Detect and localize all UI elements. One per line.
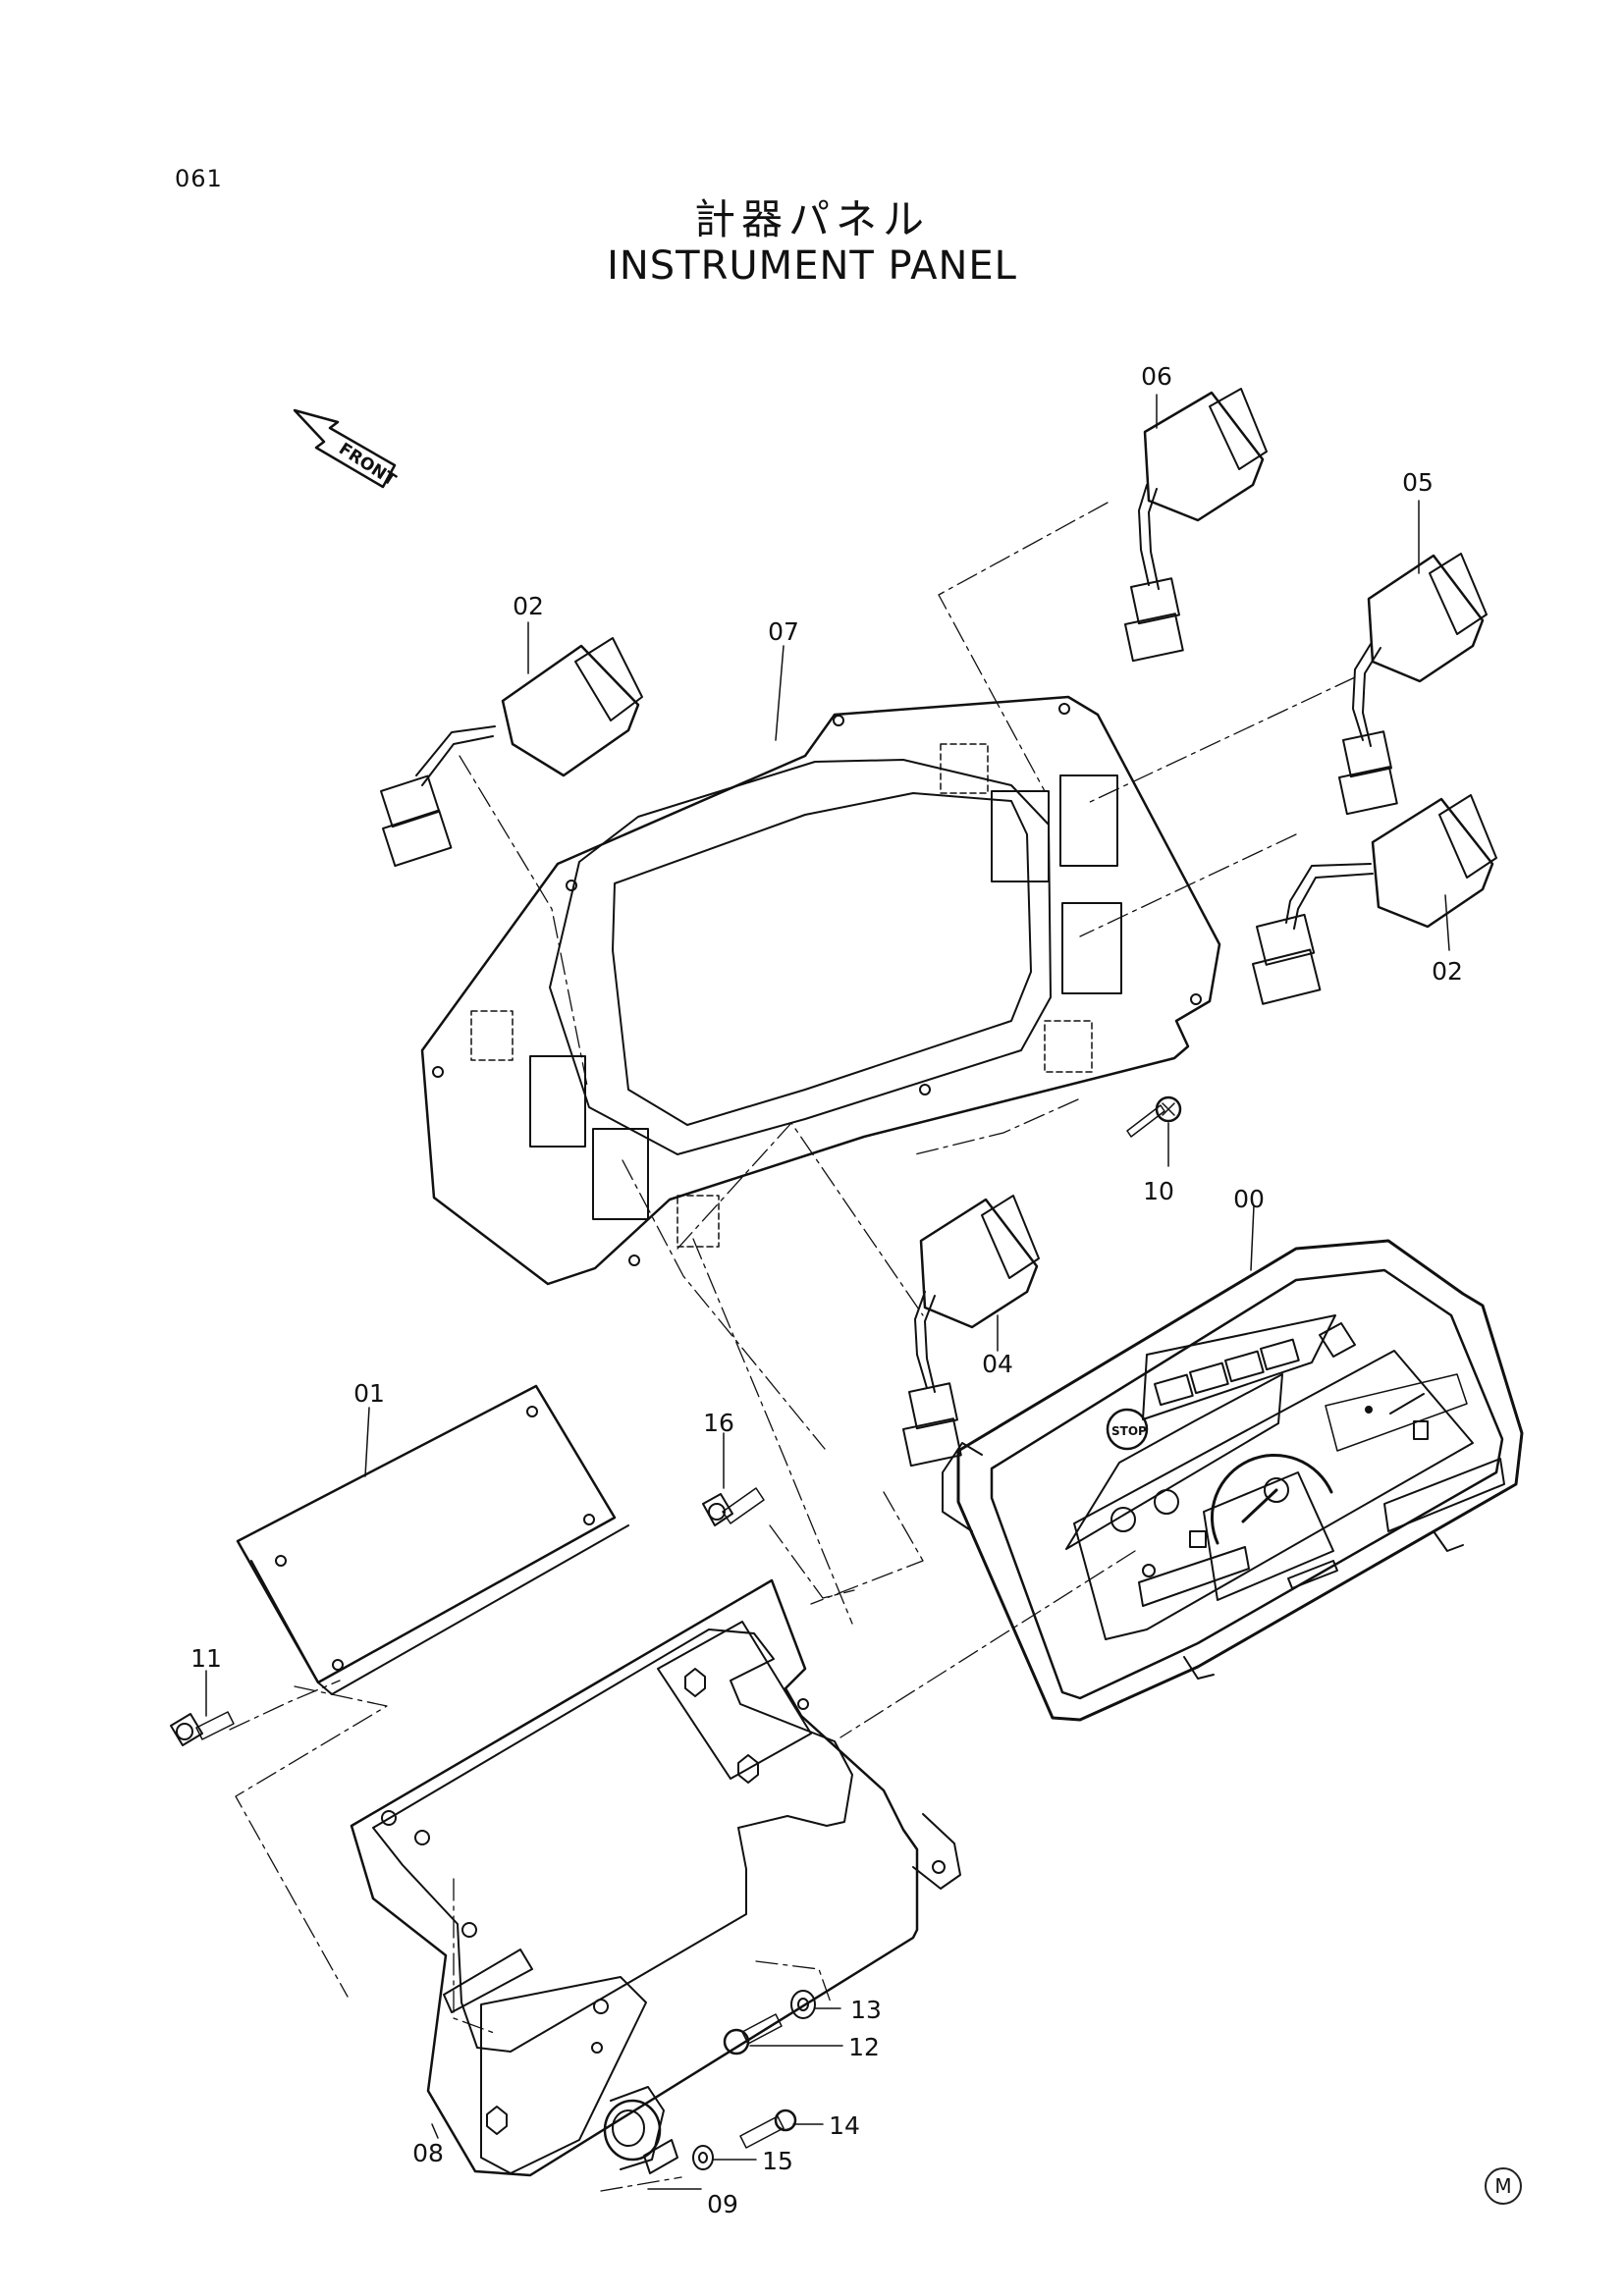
callout-16: 16 (703, 1409, 734, 1437)
callout-11: 11 (190, 1644, 222, 1673)
buzzer-09 (603, 2086, 678, 2174)
title-english: INSTRUMENT PANEL (607, 243, 1017, 289)
callout-labels: 06 05 02 02 07 10 00 04 01 16 11 13 12 1… (190, 362, 1463, 2218)
washer-13 (790, 1990, 816, 2019)
callout-09: 09 (707, 2190, 738, 2218)
callout-02-left: 02 (513, 592, 544, 620)
callout-leaders (205, 394, 1450, 2190)
callout-05: 05 (1402, 468, 1434, 497)
screw-11 (170, 1711, 235, 1746)
callout-04: 04 (982, 1350, 1013, 1378)
screw-12 (723, 2013, 783, 2056)
title-japanese: 計器パネル (693, 195, 930, 243)
plate-01 (236, 1384, 629, 1695)
callout-02-right: 02 (1432, 957, 1463, 986)
page-number: 061 (175, 165, 223, 192)
front-arrow-icon: FRONT (293, 408, 400, 491)
stop-label: STOP (1111, 1424, 1147, 1438)
instrument-cluster-00: STOP (942, 1239, 1524, 1722)
callout-14: 14 (829, 2111, 860, 2140)
callout-13: 13 (850, 1996, 882, 2024)
assembly-lines (229, 502, 1356, 2192)
callout-10: 10 (1143, 1177, 1174, 1205)
switch-connector-02-left (380, 637, 643, 868)
switch-connector-06 (1124, 388, 1268, 663)
switch-connector-04 (901, 1195, 1040, 1468)
cover-panel-07 (420, 695, 1221, 1286)
callout-06: 06 (1141, 362, 1172, 391)
switch-connector-05 (1338, 553, 1488, 816)
callout-15: 15 (762, 2147, 793, 2175)
callout-01: 01 (353, 1379, 385, 1408)
callout-00: 00 (1233, 1185, 1265, 1213)
copyright-mark: M (1485, 2167, 1522, 2205)
callout-07: 07 (768, 617, 799, 646)
screw-16 (702, 1487, 765, 1526)
screw-10 (1126, 1095, 1182, 1138)
switch-connector-02-right (1251, 794, 1497, 1005)
washer-15 (692, 2145, 714, 2170)
screw-14 (739, 2109, 797, 2149)
bracket-08 (350, 1578, 961, 2177)
callout-12: 12 (848, 2033, 880, 2061)
callout-08: 08 (412, 2139, 444, 2167)
